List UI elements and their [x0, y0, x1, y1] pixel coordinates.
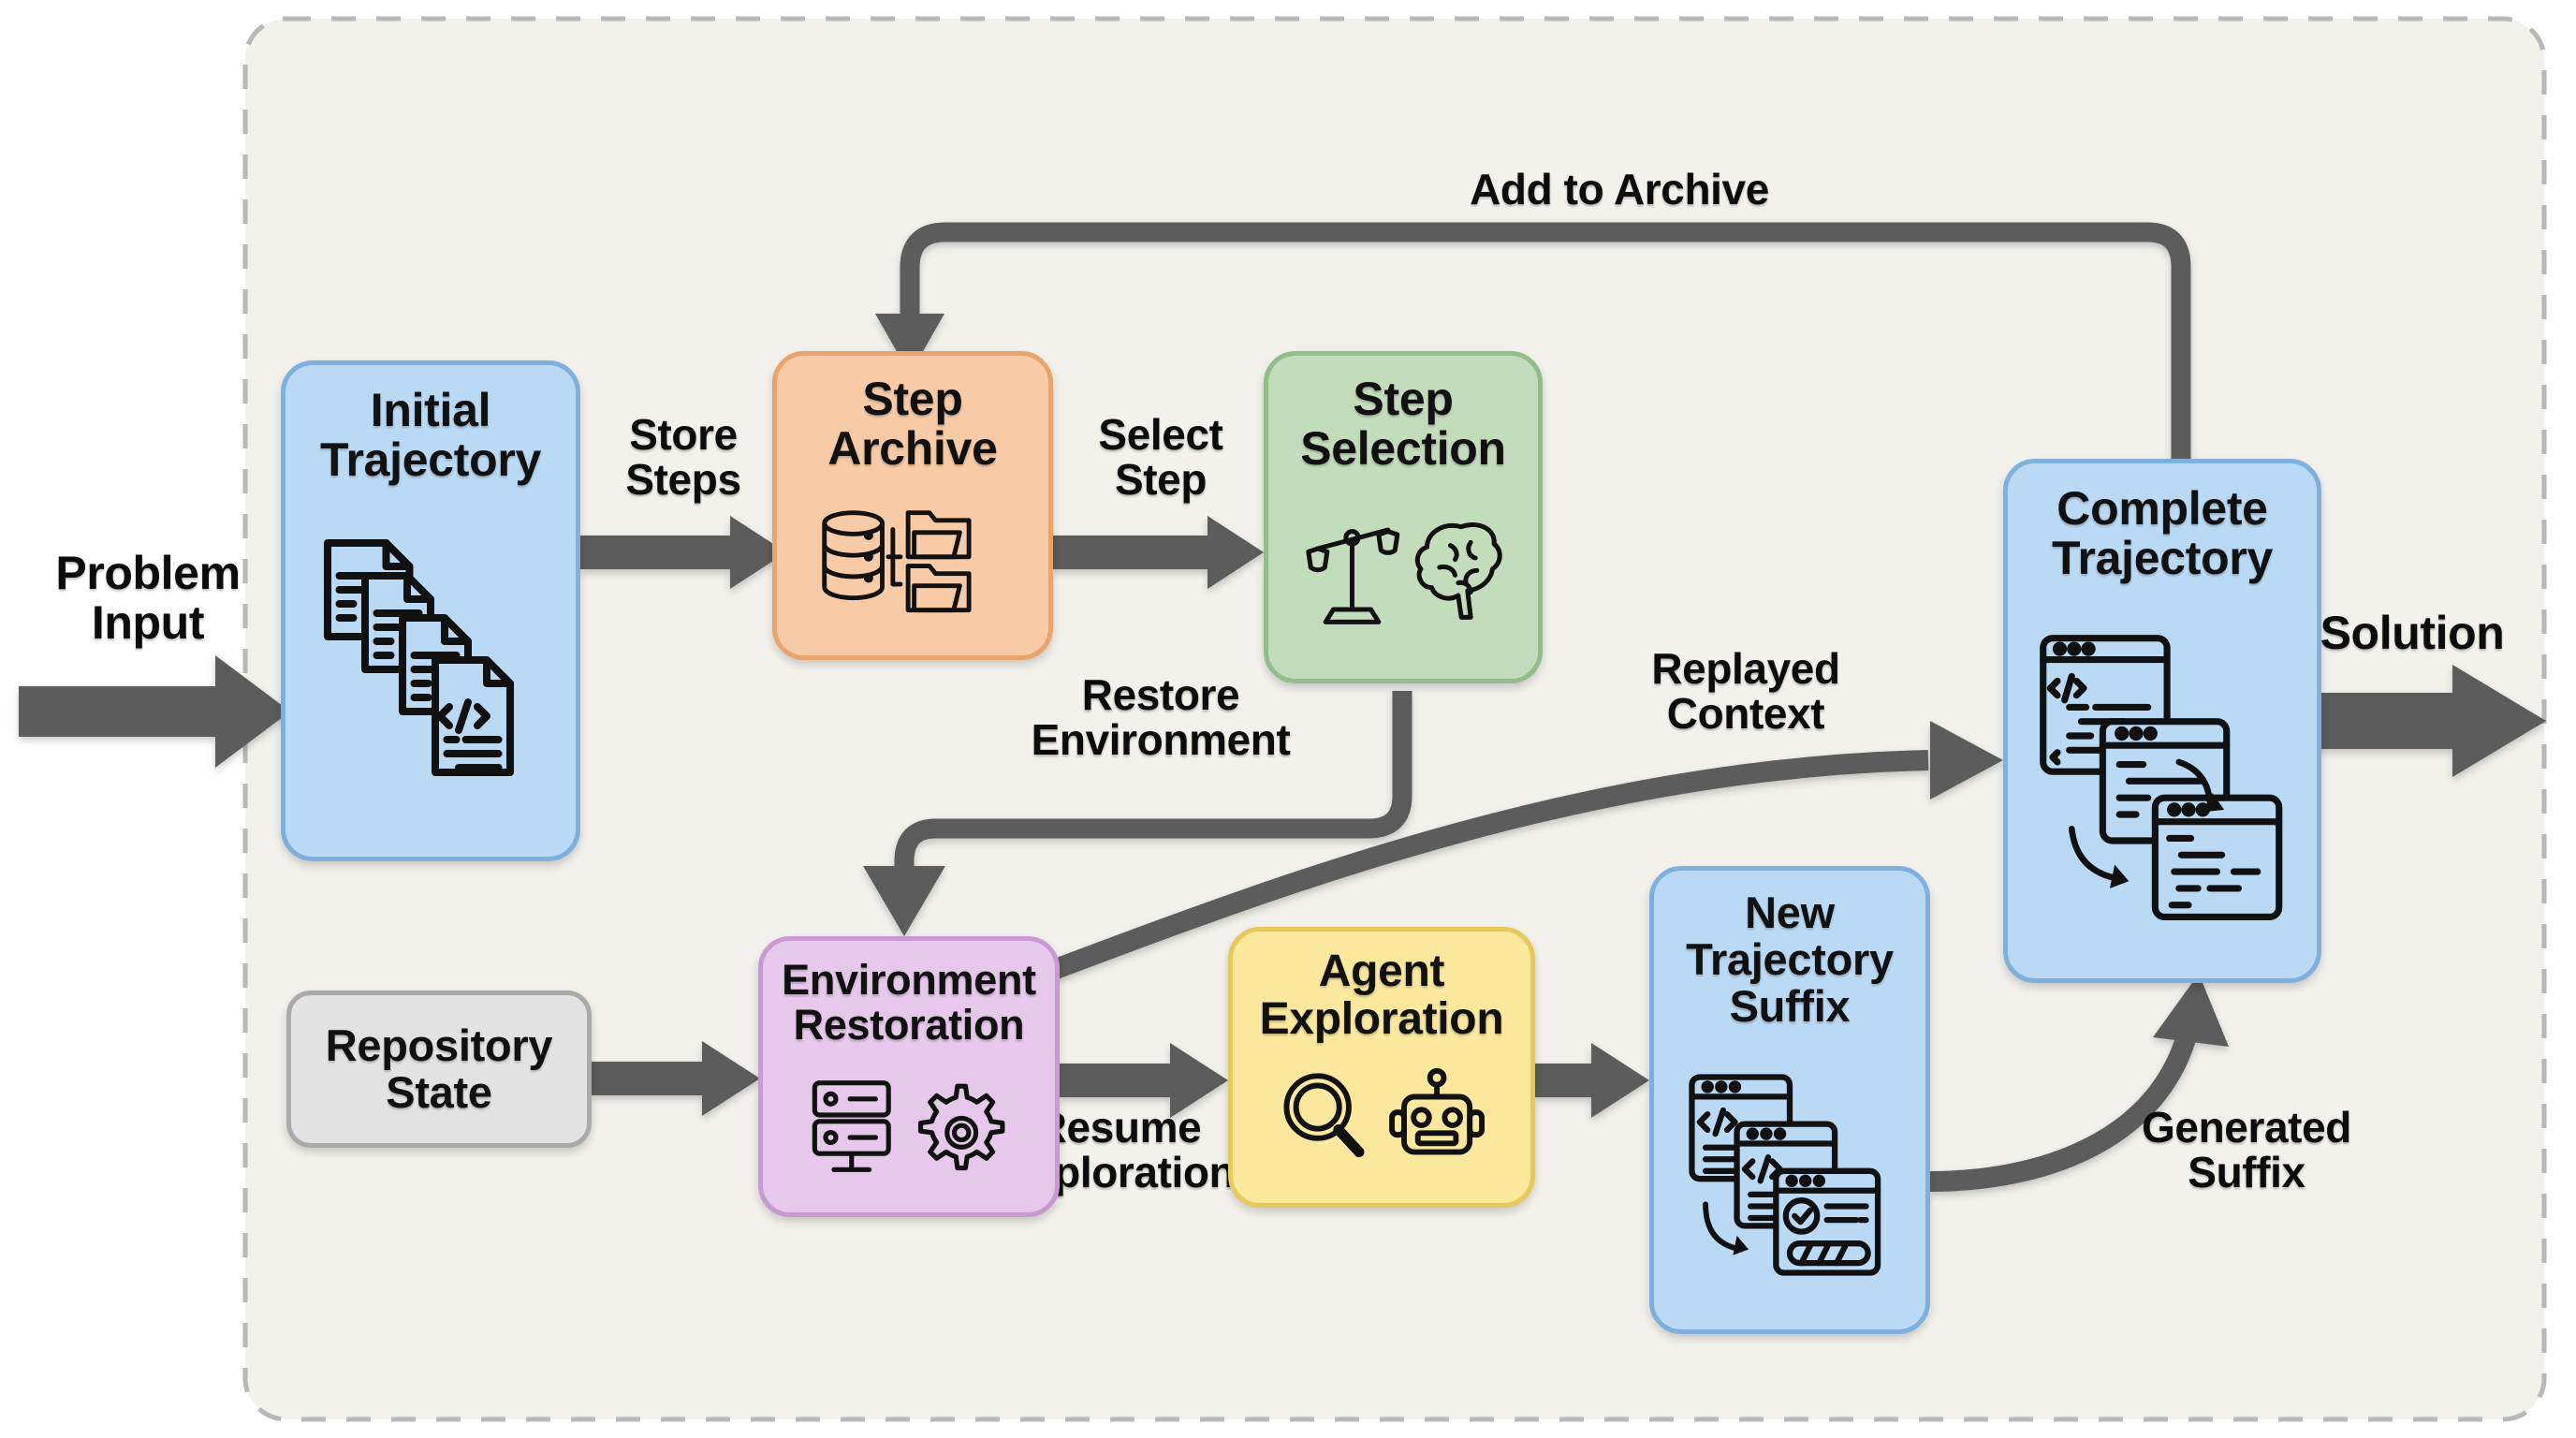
resume-exploration-arrow [1060, 1043, 1228, 1118]
repository-to-restoration-arrow [592, 1041, 760, 1116]
solution-label: Solution [2320, 607, 2505, 659]
generated-suffix-arrow [1929, 974, 2229, 1192]
folders-icon [905, 510, 972, 560]
node-icons [770, 1047, 1047, 1205]
balance-scale-icon [1305, 527, 1399, 624]
node-title: Initial Trajectory [319, 384, 541, 486]
node-title: Step Selection [1300, 373, 1506, 475]
generated-suffix-label: Generated Suffix [2142, 1103, 2351, 1197]
problem-input-label: Problem Input [55, 547, 241, 649]
replayed-context-label: Replayed Context [1651, 644, 1840, 739]
node-complete-trajectory[interactable]: Complete Trajectory [2003, 459, 2321, 983]
gear-icon [917, 1083, 1004, 1170]
node-agent-exploration[interactable]: Agent Exploration [1228, 927, 1535, 1208]
select-step-label: Select Step [1098, 410, 1223, 505]
node-icons [1278, 474, 1529, 669]
node-step-archive[interactable]: Step Archive [772, 351, 1053, 660]
select-step-arrow [1051, 516, 1264, 589]
add-to-archive-label: Add to Archive [1470, 165, 1769, 213]
solution-arrow [2265, 665, 2546, 777]
magnifier-robot-icon [1283, 1068, 1486, 1158]
node-repository-state[interactable]: Repository State [286, 990, 592, 1148]
node-icons [295, 485, 566, 844]
database-icon [822, 510, 885, 536]
node-initial-trajectory[interactable]: Initial Trajectory [281, 360, 580, 861]
store-steps-label: Store Steps [625, 410, 741, 505]
scale-brain-icon [1305, 521, 1502, 624]
restore-environment-arrow [863, 691, 1412, 936]
node-title: Complete Trajectory [2051, 482, 2273, 584]
stacked-documents-code-icon [324, 538, 514, 776]
node-icons [1240, 1044, 1523, 1196]
node-icons [2017, 583, 2307, 967]
node-step-selection[interactable]: Step Selection [1264, 351, 1543, 683]
problem-input-arrow [19, 655, 290, 768]
node-environment-restoration[interactable]: Environment Restoration [758, 936, 1060, 1217]
node-title: Agent Exploration [1259, 946, 1504, 1044]
database-folders-icon [822, 510, 972, 613]
node-title: Step Archive [827, 373, 998, 475]
cascading-code-windows-arrows-icon [2040, 635, 2283, 921]
server-gear-icon [812, 1079, 1004, 1172]
node-title: New Trajectory Suffix [1686, 888, 1894, 1031]
cascading-code-windows-icon [1689, 1074, 1881, 1276]
add-to-archive-arrow [875, 222, 2191, 468]
store-steps-arrow [580, 516, 786, 589]
replayed-context-arrow [1052, 721, 2003, 979]
node-title: Environment Restoration [782, 956, 1036, 1049]
robot-icon [1389, 1068, 1486, 1155]
node-icons [1661, 1029, 1918, 1320]
node-icons [786, 474, 1039, 646]
agent-to-suffix-arrow [1535, 1043, 1649, 1118]
brain-icon [1414, 521, 1502, 620]
server-icon [812, 1079, 891, 1172]
node-title: Repository State [325, 1020, 553, 1117]
node-new-trajectory-suffix[interactable]: New Trajectory Suffix [1649, 866, 1930, 1334]
restore-environment-label: Restore Environment [1031, 670, 1291, 765]
magnifier-icon [1283, 1073, 1365, 1158]
